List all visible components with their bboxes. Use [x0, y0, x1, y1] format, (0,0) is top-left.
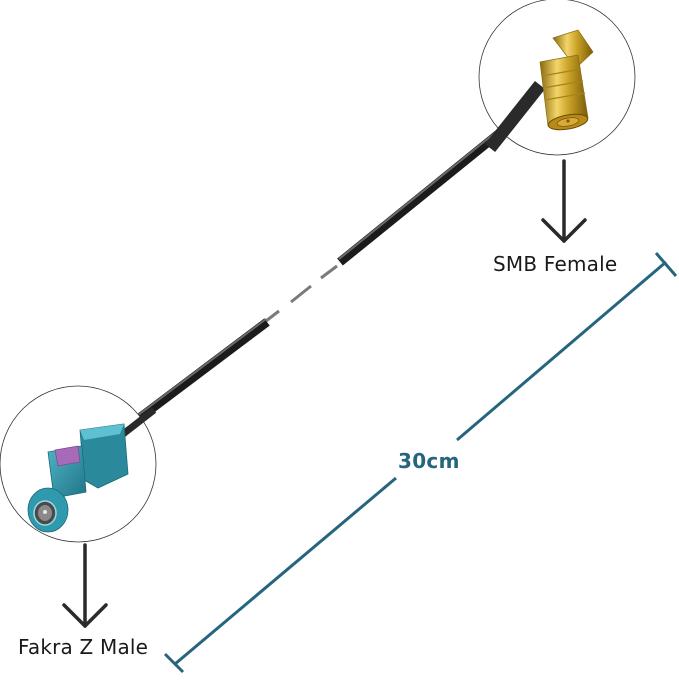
fakra-z-male-label: Fakra Z Male	[18, 635, 149, 659]
dimension-end-cap-bottom	[163, 652, 185, 674]
smb-detail-circle	[478, 0, 636, 156]
smb-right-angle-connector-icon	[484, 29, 594, 153]
smb-female-label: SMB Female	[493, 252, 618, 276]
dimension-end-cap-top	[654, 252, 678, 277]
fakra-detail-circle	[0, 385, 157, 543]
fakra-arrow-icon	[62, 543, 108, 628]
dimension-line	[163, 252, 678, 674]
cable-break-dashes	[265, 264, 338, 323]
cable-length-label: 30cm	[398, 449, 460, 473]
smb-arrow-icon	[541, 159, 587, 243]
fakra-z-connector-icon	[27, 407, 157, 533]
